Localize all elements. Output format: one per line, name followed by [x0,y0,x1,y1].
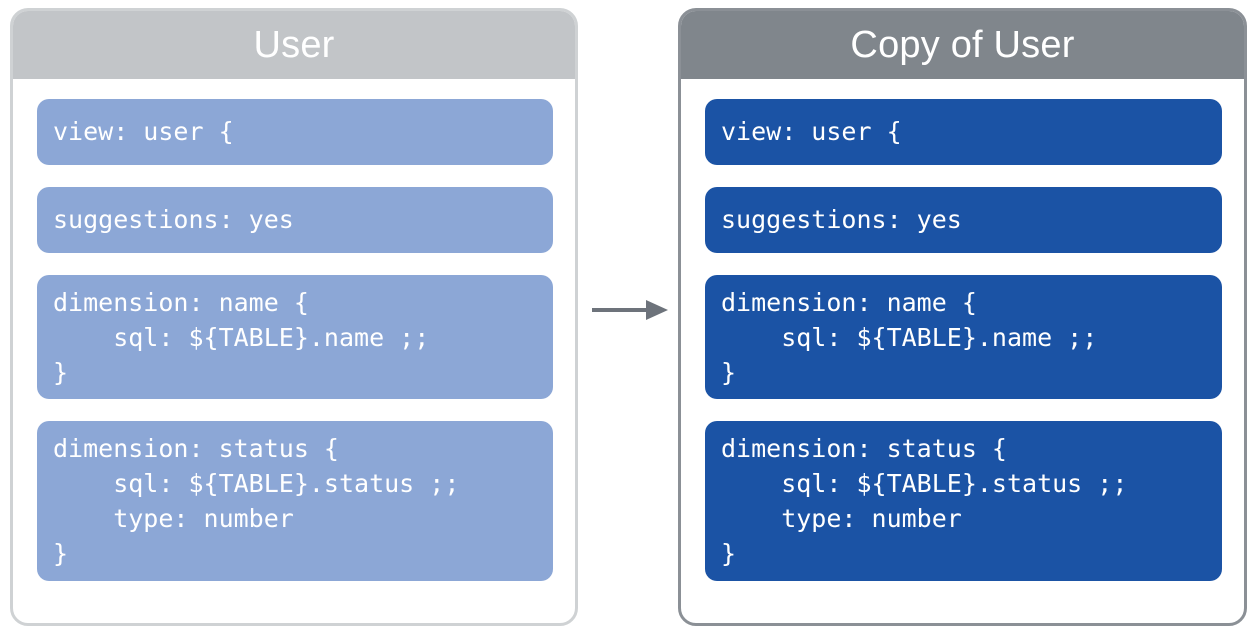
panel-copy-body: view: user { suggestions: yes dimension:… [681,79,1244,623]
copy-block-view-declaration: view: user { [705,99,1222,165]
arrow-right-icon [592,296,668,324]
source-block-view-declaration: view: user { [37,99,553,165]
copy-block-suggestions-parameter: suggestions: yes [705,187,1222,253]
source-block-dimension-status: dimension: status { sql: ${TABLE}.status… [37,421,553,581]
panel-copy-view: Copy of User view: user { suggestions: y… [678,8,1247,626]
panel-source-body: view: user { suggestions: yes dimension:… [13,79,575,623]
panel-copy-title: Copy of User [681,11,1244,79]
copy-block-dimension-name: dimension: name { sql: ${TABLE}.name ;; … [705,275,1222,399]
copy-block-dimension-status: dimension: status { sql: ${TABLE}.status… [705,421,1222,581]
source-block-dimension-name: dimension: name { sql: ${TABLE}.name ;; … [37,275,553,399]
source-block-suggestions-parameter: suggestions: yes [37,187,553,253]
panel-source-title: User [13,11,575,79]
panel-source-view: User view: user { suggestions: yes dimen… [10,8,578,626]
